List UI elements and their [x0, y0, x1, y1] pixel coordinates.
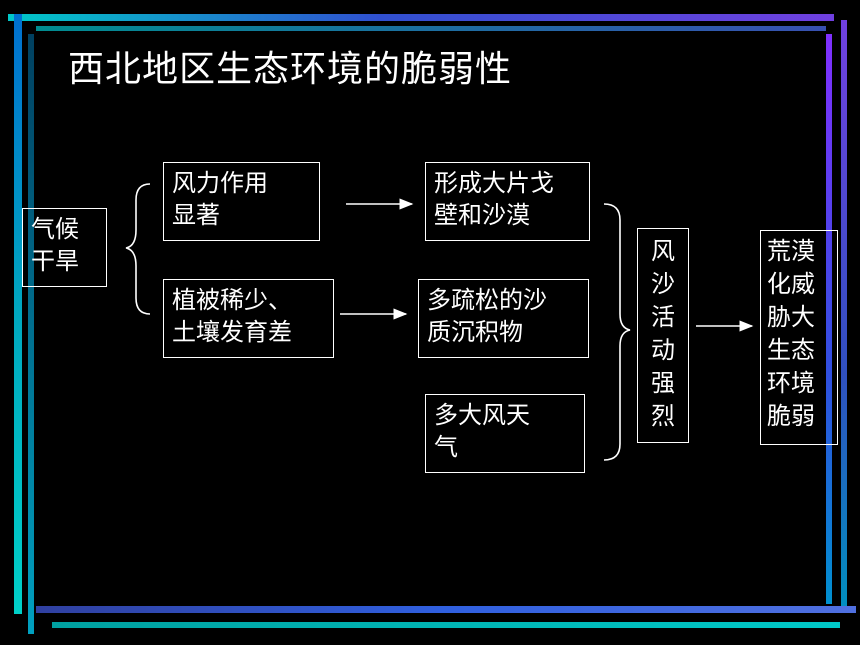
decorative-bar-left: [14, 14, 22, 614]
node-loose-sediment: 多疏松的沙 质沉积物: [418, 279, 589, 358]
node-sand-activity: 风 沙 活 动 强 烈: [637, 228, 689, 443]
slide-title: 西北地区生态环境的脆弱性: [68, 49, 513, 90]
decorative-bar-top-inner: [36, 26, 826, 31]
decorative-bar-right-inner: [826, 34, 832, 604]
right-brace: [603, 203, 631, 461]
node-windy-weather: 多大风天 气: [425, 394, 585, 473]
decorative-bar-bottom-inner: [52, 622, 840, 628]
node-sparse-vegetation: 植被稀少、 土壤发育差: [163, 279, 334, 358]
node-climate-dry: 气候 干旱: [22, 208, 107, 287]
node-gobi-desert: 形成大片戈 壁和沙漠: [425, 162, 590, 241]
node-wind-force: 风力作用 显著: [163, 162, 320, 241]
decorative-bar-left-inner: [28, 34, 34, 634]
decorative-bar-bottom: [36, 606, 856, 613]
decorative-bar-right: [841, 20, 847, 610]
node-desertification: 荒漠 化威 胁大 生态 环境 脆弱: [760, 230, 838, 445]
decorative-bar-top: [8, 14, 834, 21]
left-brace: [125, 183, 151, 315]
